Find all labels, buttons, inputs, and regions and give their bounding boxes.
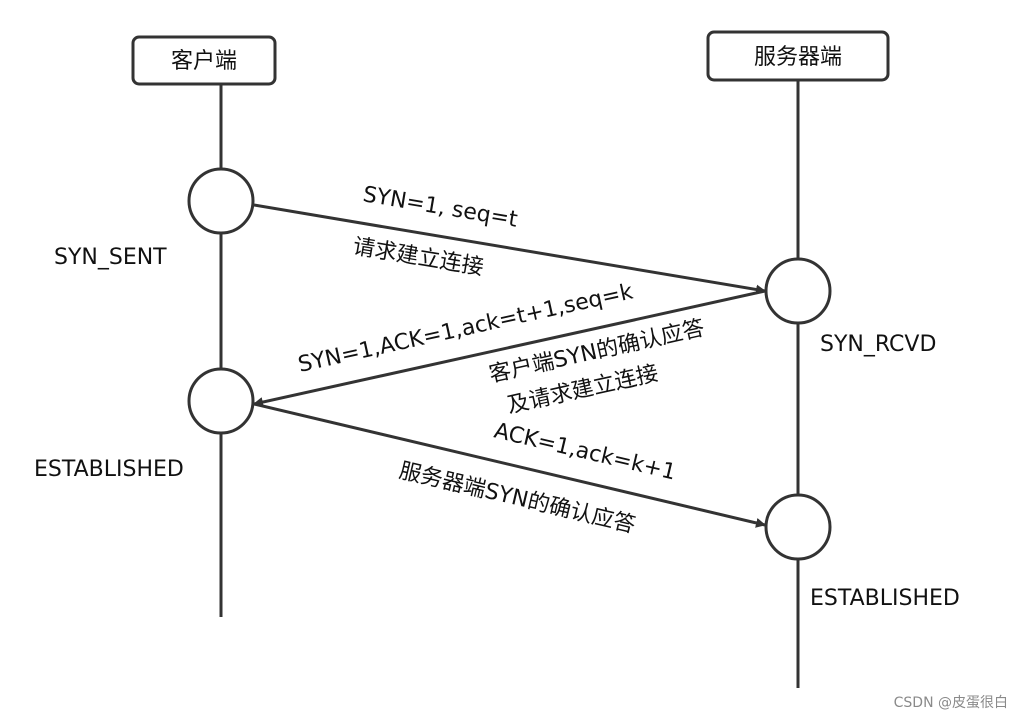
server-state-circle-2 bbox=[764, 493, 832, 561]
client-state-circle-2 bbox=[187, 367, 255, 435]
client-state-circle-1 bbox=[187, 167, 255, 235]
msg-syn-params: SYN=1, seq=t bbox=[361, 182, 520, 233]
server-actor-box: 服务器端 bbox=[706, 30, 890, 82]
server-state-syn-rcvd: SYN_RCVD bbox=[820, 332, 936, 357]
arrow-syn bbox=[253, 203, 766, 295]
client-state-established: ESTABLISHED bbox=[34, 457, 184, 482]
msg-ack-desc: 服务器端SYN的确认应答 bbox=[397, 459, 638, 539]
arrow-syn-ack bbox=[253, 289, 766, 407]
client-actor-label: 客户端 bbox=[171, 49, 237, 74]
msg-ack-params: ACK=1,ack=k+1 bbox=[492, 419, 679, 486]
server-actor-label: 服务器端 bbox=[754, 45, 842, 70]
arrow-ack bbox=[253, 402, 766, 528]
client-actor-box: 客户端 bbox=[131, 35, 277, 86]
server-state-established: ESTABLISHED bbox=[810, 586, 960, 611]
client-state-syn-sent: SYN_SENT bbox=[54, 245, 167, 270]
watermark: CSDN @皮蛋很白 bbox=[894, 695, 1008, 711]
server-state-circle-1 bbox=[764, 257, 832, 325]
